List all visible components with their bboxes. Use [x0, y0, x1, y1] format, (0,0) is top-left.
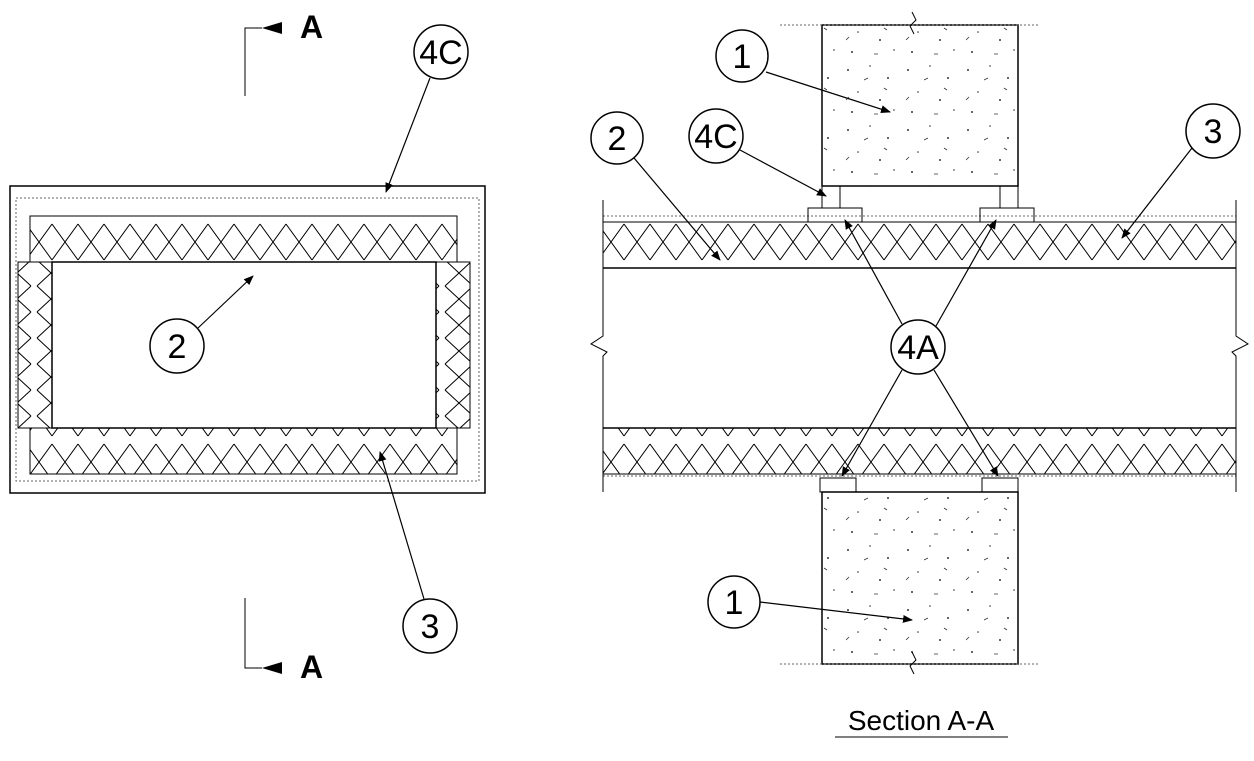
- section-caption: Section A-A: [848, 705, 995, 736]
- cut-arrow-icon: [262, 22, 282, 34]
- steel-angle-bottom-left: [819, 477, 857, 493]
- section-mark-top: A: [300, 9, 323, 45]
- callout-bubble-4c-section: [688, 108, 744, 164]
- section-cut-top: A: [244, 9, 323, 96]
- callout-3-label: 3: [421, 608, 440, 646]
- callout-bubble-2: [149, 318, 205, 374]
- section-mark-bottom: A: [300, 649, 323, 685]
- leader-4a-top-right: [935, 219, 997, 327]
- section-cut-bottom: A: [244, 598, 323, 685]
- plan-view: A A 4C 2 3: [9, 9, 486, 685]
- steel-sleeve-outline: [9, 185, 486, 494]
- section-insulation-bottom: [602, 427, 1237, 475]
- leader-2-section: [633, 157, 721, 261]
- callout-bubble-3-section: [1185, 103, 1241, 159]
- callout-bubble-1-top: [715, 29, 769, 83]
- leader-4c: [385, 77, 431, 193]
- section-view: 1 1 2 3 4C 4A Section A-A: [590, 11, 1249, 738]
- steel-angle-bottom-right: [981, 477, 1019, 493]
- steel-angle-top-right: [979, 207, 1035, 223]
- leader-1-top: [765, 71, 891, 114]
- concrete-slab-top: [821, 24, 1019, 187]
- leader-3: [378, 451, 425, 600]
- leader-4c-section: [739, 149, 827, 197]
- leader-2: [197, 275, 254, 329]
- callout-1-bottom-label: 1: [725, 584, 744, 622]
- break-line-right: [1231, 200, 1249, 492]
- break-mark-top: [909, 11, 917, 35]
- callout-2-section-label: 2: [608, 120, 627, 158]
- concrete-slab-bottom: [821, 491, 1019, 665]
- leader-3-section: [1121, 147, 1193, 239]
- insulation-bottom: [29, 427, 458, 475]
- break-line-left: [590, 200, 608, 492]
- section-insulation-top: [602, 221, 1237, 269]
- sleeve-leg-left: [821, 185, 841, 209]
- insulation-right: [435, 261, 471, 429]
- steel-angle-top-left: [807, 207, 863, 223]
- callout-4a-label: 4A: [897, 329, 939, 367]
- duct-outline: [51, 261, 437, 429]
- callout-4c-section-label: 4C: [694, 118, 737, 156]
- cut-arrow-icon: [262, 662, 282, 674]
- insulation-top: [29, 215, 458, 263]
- callout-bubble-4c: [413, 24, 469, 80]
- insulation-left: [17, 261, 53, 429]
- sleeve-leg-right: [999, 185, 1019, 209]
- callout-bubble-3: [402, 598, 458, 654]
- break-mark-bottom: [909, 651, 917, 675]
- leader-4a-bottom-right: [933, 369, 999, 477]
- leader-1-bottom: [759, 601, 913, 623]
- leader-4a-bottom-left: [841, 369, 903, 477]
- leader-4a-top-left: [844, 219, 903, 325]
- callout-2-label: 2: [168, 328, 187, 366]
- callout-bubble-4a: [890, 319, 946, 375]
- callout-bubble-2-section: [590, 111, 644, 165]
- callout-1-top-label: 1: [733, 38, 752, 76]
- callout-4c-label: 4C: [419, 34, 462, 72]
- callout-3-section-label: 3: [1204, 113, 1223, 151]
- sleeve-inner-edge: [15, 197, 480, 482]
